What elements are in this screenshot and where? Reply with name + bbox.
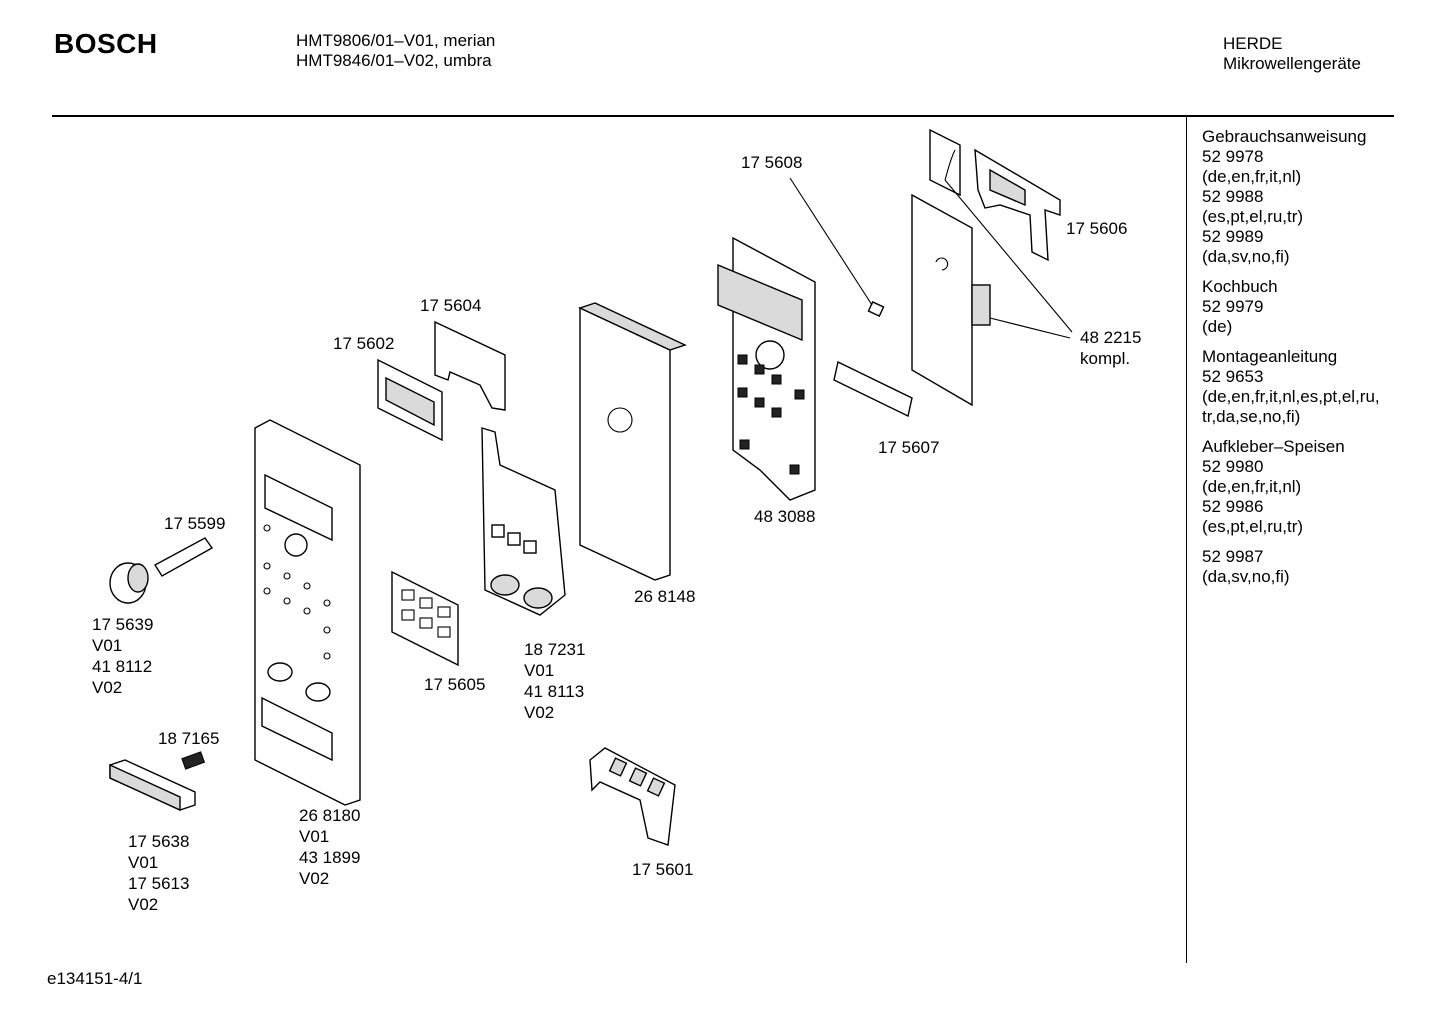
doc-line: Gebrauchsanweisung [1202, 127, 1367, 146]
part-frame-268148 [578, 302, 687, 581]
leader-lines [789, 177, 1073, 339]
part-bracket-175606 [929, 128, 1061, 262]
part-pin-175608 [867, 301, 885, 317]
part-keypad-board-483088 [717, 236, 816, 501]
doc-group-installation: Montageanleitung 52 9653 (de,en,fr,it,nl… [1202, 347, 1380, 427]
part-label-175604: 17 5604 [420, 296, 482, 315]
model-numbers: HMT9806/01–V01, merian HMT9846/01–V02, u… [296, 31, 495, 71]
part-label-175602: 17 5602 [333, 334, 395, 353]
doc-line: (da,sv,no,fi) [1202, 247, 1290, 266]
doc-line: 52 9987 [1202, 547, 1264, 566]
model-line: HMT9806/01–V01, merian [296, 31, 496, 50]
part-key-carrier-187231 [481, 427, 566, 616]
part-latch-175601 [589, 747, 676, 846]
part-label-175605: 17 5605 [424, 675, 486, 694]
doc-line: Montageanleitung [1202, 347, 1338, 366]
doc-line: Aufkleber–Speisen [1202, 437, 1345, 456]
documentation-list: Gebrauchsanweisung 52 9978 (de,en,fr,it,… [1202, 127, 1380, 597]
part-holder-175604 [434, 320, 506, 411]
part-knob-175639 [109, 562, 149, 604]
appliance-category: HERDE Mikrowellengeräte [1223, 34, 1361, 74]
doc-line: Kochbuch [1202, 277, 1278, 296]
doc-line: 52 9989 [1202, 227, 1264, 246]
doc-line: tr,da,se,no,fi) [1202, 407, 1301, 426]
doc-group-stickers-nordic: 52 9987 (da,sv,no,fi) [1202, 547, 1380, 587]
sidebar-divider [1186, 117, 1187, 963]
doc-line: (da,sv,no,fi) [1202, 567, 1290, 586]
doc-line: 52 9980 [1202, 457, 1264, 476]
doc-group-cookbook: Kochbuch 52 9979 (de) [1202, 277, 1380, 337]
drawing-code: e134151-4/1 [47, 969, 143, 988]
header-divider [52, 115, 1394, 117]
doc-line: 52 9653 [1202, 367, 1264, 386]
maker-line: HERDE [1223, 34, 1283, 53]
part-button-175638 [109, 759, 196, 812]
doc-line: 52 9978 [1202, 147, 1264, 166]
part-ribbon-cable-175607 [833, 360, 913, 418]
part-label-483088: 48 3088 [754, 507, 816, 526]
part-shaft-175599 [154, 537, 214, 577]
doc-group-user-manual: Gebrauchsanweisung 52 9978 (de,en,fr,it,… [1202, 127, 1380, 267]
doc-line: (es,pt,el,ru,tr) [1202, 207, 1304, 226]
brand-logo: BOSCH [54, 28, 158, 59]
doc-line: (de,en,fr,it,nl) [1202, 477, 1302, 496]
part-control-board-482215 [911, 149, 991, 407]
part-label-175601: 17 5601 [632, 860, 694, 879]
doc-line: 52 9986 [1202, 497, 1264, 516]
doc-line: 52 9988 [1202, 187, 1264, 206]
doc-line: (es,pt,el,ru,tr) [1202, 517, 1304, 536]
part-label-175608: 17 5608 [741, 153, 803, 172]
doc-line: (de,en,fr,it,nl) [1202, 167, 1302, 186]
maker-line: Mikrowellengeräte [1223, 54, 1361, 73]
doc-line: 52 9979 [1202, 297, 1264, 316]
part-spring-187165 [181, 751, 206, 770]
part-label-175599: 17 5599 [164, 514, 226, 533]
part-label-175607: 17 5607 [878, 438, 940, 457]
part-label-268148: 26 8148 [634, 587, 696, 606]
part-display-window-175602 [377, 358, 443, 442]
doc-line: (de) [1202, 317, 1233, 336]
part-label-187165: 18 7165 [158, 729, 220, 748]
part-label-175606: 17 5606 [1066, 219, 1128, 238]
part-membrane-175605 [391, 570, 459, 667]
doc-line: (de,en,fr,it,nl,es,pt,el,ru, [1202, 387, 1380, 406]
doc-group-stickers: Aufkleber–Speisen 52 9980 (de,en,fr,it,n… [1202, 437, 1380, 537]
part-front-panel-268180 [254, 419, 361, 806]
model-line: HMT9846/01–V02, umbra [296, 51, 492, 70]
